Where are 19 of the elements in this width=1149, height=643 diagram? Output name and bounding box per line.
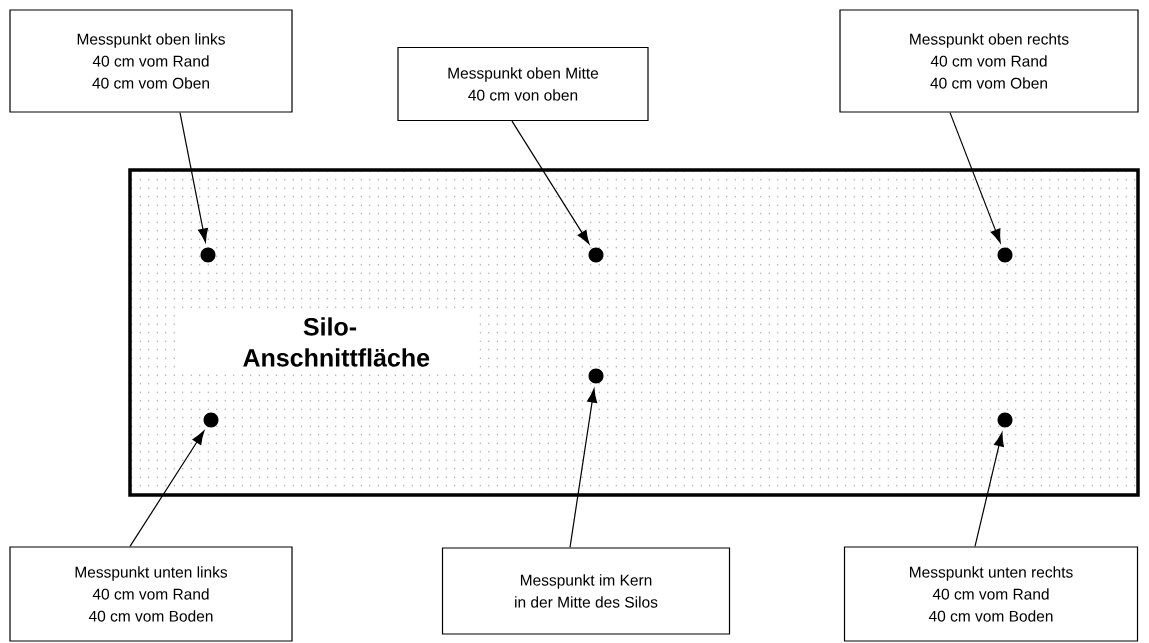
arrow — [179, 112, 208, 243]
arrow — [511, 120, 590, 245]
callout-box: Messpunkt oben rechts 40 cm vom Rand 40 cm vom Oben — [839, 9, 1139, 113]
callout-box: Messpunkt unten links 40 cm vom Rand 40 cm vom Boden — [9, 546, 293, 642]
arrow — [569, 388, 598, 548]
callout-box: Messpunkt oben Mitte 40 cm von oben — [397, 46, 649, 122]
callout-box: Messpunkt unten rechts 40 cm vom Rand 40 cm vom Boden — [843, 546, 1139, 642]
measuring-point — [997, 247, 1013, 263]
measuring-point — [200, 247, 216, 263]
measuring-point — [203, 412, 219, 428]
silo-area: Silo- Anschnittfläche — [128, 168, 1140, 497]
callout-box: Messpunkt im Kern in der Mitte des Silos — [441, 547, 731, 635]
measuring-point — [588, 247, 604, 263]
arrow — [974, 432, 1004, 547]
measuring-point — [588, 368, 604, 384]
measuring-point — [997, 412, 1013, 428]
callout-box: Messpunkt oben links 40 cm vom Rand 40 cm vom Oben — [9, 9, 293, 113]
arrow — [949, 112, 1001, 244]
arrow — [129, 430, 205, 547]
